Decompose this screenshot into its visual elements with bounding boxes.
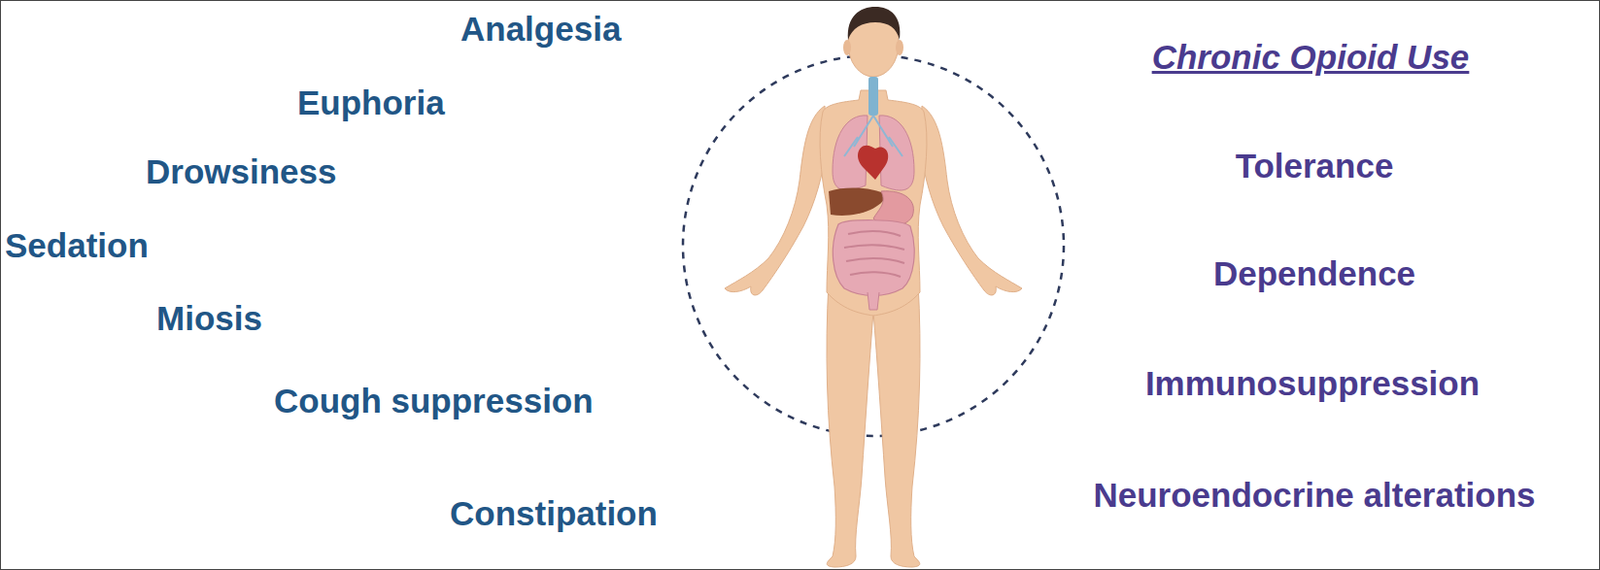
chronic-effect-label: Immunosuppression bbox=[1145, 364, 1480, 404]
chronic-effect-label: Neuroendocrine alterations bbox=[1092, 476, 1535, 515]
dashed-circle bbox=[682, 55, 1064, 437]
section-heading: Chronic Opioid Use bbox=[1152, 37, 1470, 77]
chronic-effect-label: Tolerance bbox=[1235, 146, 1395, 186]
effect-label: Euphoria bbox=[297, 83, 445, 123]
body-figure bbox=[724, 6, 1022, 568]
effect-label: Cough suppression bbox=[273, 381, 594, 421]
chronic-effect-label: Dependence bbox=[1213, 254, 1416, 294]
effect-label: Drowsiness bbox=[145, 152, 337, 192]
effect-label: Sedation bbox=[4, 226, 149, 266]
effect-label: Miosis bbox=[156, 299, 263, 339]
effect-label: Analgesia bbox=[460, 9, 621, 49]
effect-label: Constipation bbox=[449, 494, 658, 534]
